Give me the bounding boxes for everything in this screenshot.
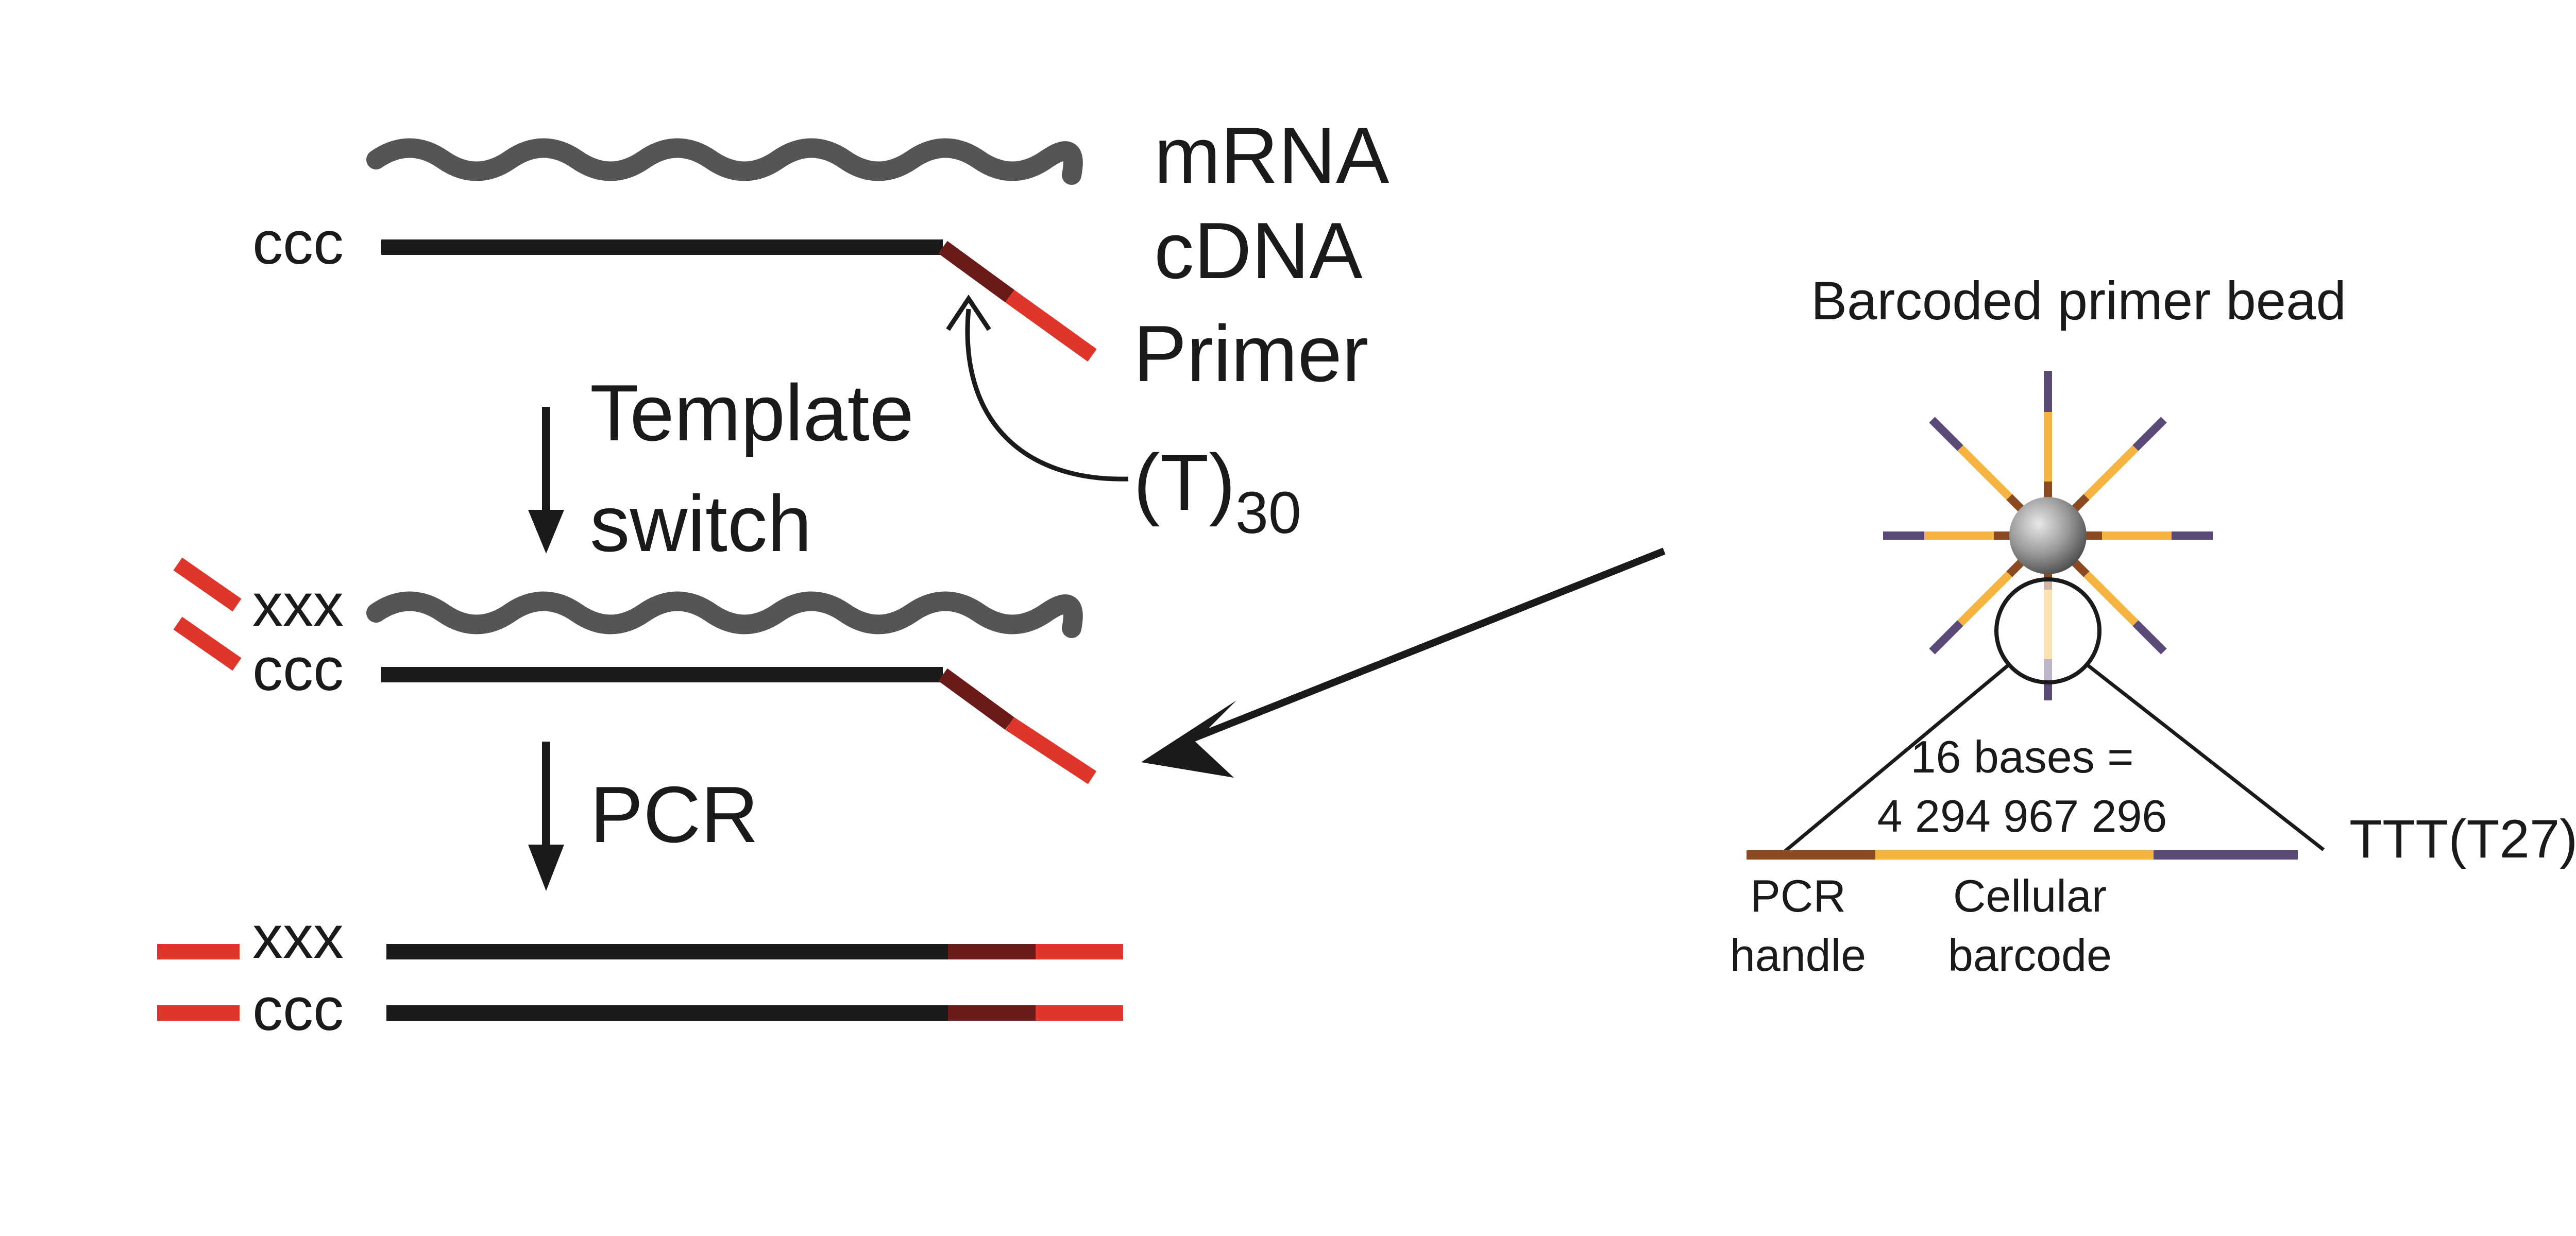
primer-handle-mid: [1005, 717, 1097, 784]
primer-polyt-top: [938, 241, 1014, 303]
primer-handle-top: [1005, 289, 1097, 362]
pcr-handle-label-1: PCR: [1750, 870, 1846, 921]
zoom-line-left: [1776, 663, 2011, 859]
zoom-line-right: [2085, 663, 2325, 851]
right-panel: Barcoded primer bead: [1730, 271, 2576, 981]
connector-arrow-shaft: [1183, 547, 1666, 745]
mrna-label: mRNA: [1154, 111, 1389, 200]
bases-count-line2: 4 294 967 296: [1877, 791, 2167, 842]
polyt-label: (T)30: [1133, 438, 1301, 546]
pcr-handle-label-2: handle: [1730, 930, 1866, 981]
cellular-barcode-label-2: barcode: [1948, 930, 2112, 981]
polyt-pointer-arrow: [965, 308, 1129, 482]
xxx-label-mid: xxx: [252, 571, 344, 639]
template-switch-label-1: Template: [590, 368, 914, 457]
cellular-barcode-label-1: Cellular: [1953, 870, 2107, 921]
connector-arrowhead: [1141, 700, 1236, 778]
left-panel: ccc mRNA cDNA Primer (T)30 Template swit…: [157, 111, 1389, 1043]
primer-polyt-mid: [938, 668, 1014, 730]
bead-title: Barcoded primer bead: [1811, 271, 2346, 331]
tso-handle-upper: [173, 557, 242, 612]
cdna-label: cDNA: [1154, 206, 1363, 295]
template-switch-arrowhead: [528, 510, 564, 554]
mrna-strand-mid: [366, 591, 1083, 638]
zoom-circle: [1994, 577, 2102, 684]
mrna-strand-top: [366, 138, 1083, 185]
tso-handle-lower: [173, 616, 242, 671]
ccc-label-mid: ccc: [252, 636, 344, 703]
template-switch-label-2: switch: [590, 479, 812, 568]
pcr-label: PCR: [590, 770, 758, 859]
primer-label: Primer: [1133, 309, 1368, 398]
bases-count-line1: 16 bases =: [1911, 731, 2134, 782]
bead: [2009, 497, 2087, 574]
pcr-arrowhead: [528, 845, 564, 891]
tail-label: TTT(T27): [2349, 809, 2576, 869]
bead-to-primer-arrow: [1141, 547, 1666, 778]
xxx-label-bottom: xxx: [252, 903, 344, 971]
polyt-pointer-arrowhead: [946, 294, 991, 331]
ccc-label-bottom: ccc: [252, 975, 344, 1043]
ccc-label-top: ccc: [252, 209, 344, 277]
